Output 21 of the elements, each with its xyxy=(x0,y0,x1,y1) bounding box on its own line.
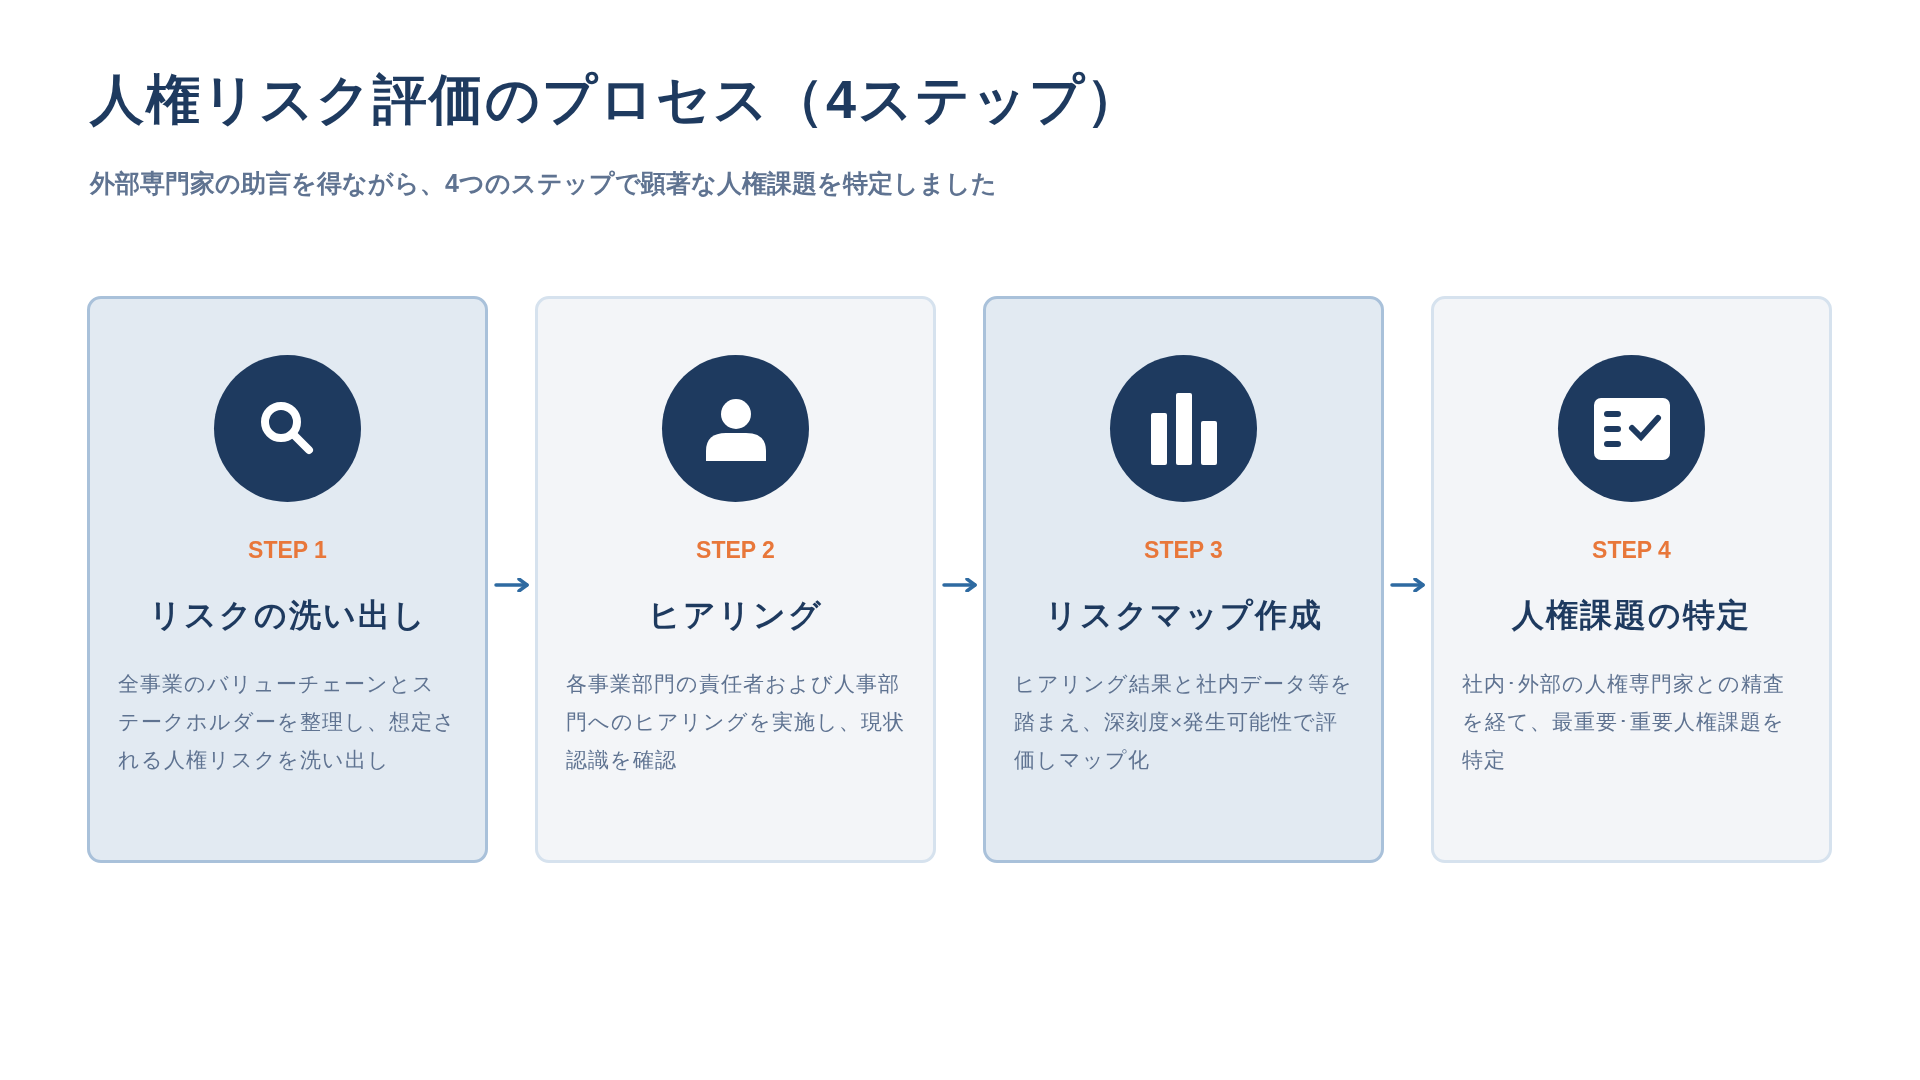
title: 人権リスク評価のプロセス（4ステップ） xyxy=(90,72,1143,126)
step-description: ヒアリング結果と社内データ等を踏まえ、深刻度×発生可能性で評価しマップ化 xyxy=(1013,670,1354,773)
step-label: STEP 2 xyxy=(696,536,775,565)
arrow xyxy=(1390,577,1425,593)
step-label: STEP 4 xyxy=(1592,536,1671,565)
step-heading: リスクの洗い出し xyxy=(147,595,428,635)
step-card xyxy=(87,296,488,863)
subtitle: 外部専門家の助言を得ながら、4つのステップで顕著な人権課題を特定しました xyxy=(90,168,997,199)
step-card xyxy=(535,296,936,863)
step-description: 全事業のバリューチェーンとステークホルダーを整理し、想定される人権リスクを洗い出し xyxy=(117,670,457,773)
step-label: STEP 1 xyxy=(248,536,327,565)
arrow xyxy=(942,577,977,593)
step-label: STEP 3 xyxy=(1144,536,1223,565)
step-description: 各事業部門の責任者および人事部門へのヒアリングを実施し、現状認識を確認 xyxy=(565,670,906,773)
step-heading: ヒアリング xyxy=(647,595,824,635)
step-heading: 人権課題の特定 xyxy=(1510,595,1752,635)
step-card xyxy=(1431,296,1832,863)
step-heading: リスクマップ作成 xyxy=(1043,595,1324,635)
step-card xyxy=(983,296,1384,863)
arrow xyxy=(494,577,529,593)
step-description: 社内･外部の人権専門家との精査を経て、最重要･重要人権課題を特定 xyxy=(1461,670,1786,773)
